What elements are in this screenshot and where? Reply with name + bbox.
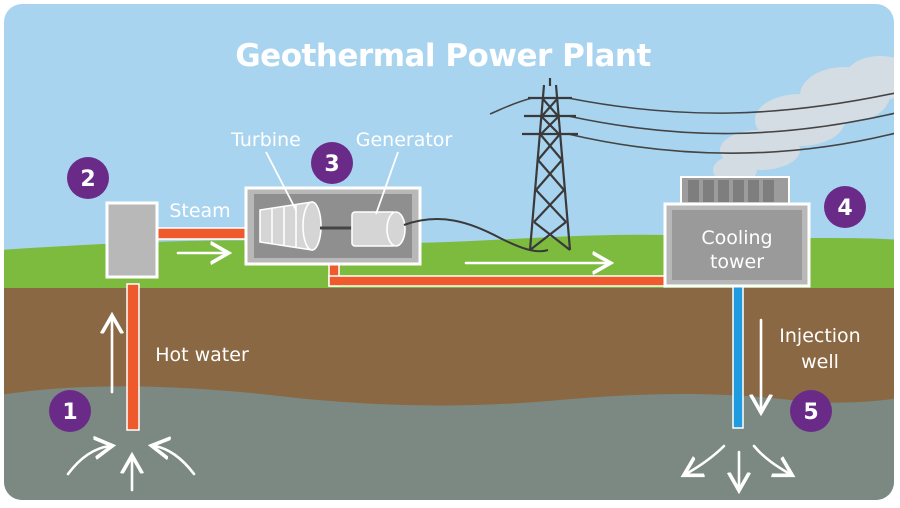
cooling-tower <box>663 176 811 288</box>
hot-pipes <box>126 227 666 431</box>
svg-text:2: 2 <box>80 167 95 192</box>
return-pipe-horizontal <box>328 275 666 287</box>
steam-pipe <box>155 227 250 240</box>
injection-pipe <box>732 285 744 429</box>
generator-label: Generator <box>356 129 453 151</box>
diagram-title: Geothermal Power Plant <box>235 38 651 74</box>
step-badge-4: 4 <box>824 186 866 228</box>
cooling-tower-label-line-2: tower <box>710 251 764 273</box>
cooling-tower-label-line-1: Cooling <box>701 227 772 249</box>
step-badge-5: 5 <box>790 390 832 432</box>
svg-text:3: 3 <box>324 152 339 177</box>
rock-layer <box>4 386 894 500</box>
steam-cloud-icon <box>713 56 894 184</box>
outflow-arrow-right <box>752 444 790 474</box>
turbine-label: Turbine <box>230 129 301 151</box>
power-lines <box>489 91 894 155</box>
turbine-generator-unit <box>244 186 422 266</box>
steam-label: Steam <box>169 200 230 222</box>
step-badge-3: 3 <box>311 142 353 184</box>
hot-water-label: Hot water <box>155 344 249 366</box>
transmission-tower-icon <box>522 78 578 251</box>
outflow-arrow-left <box>686 444 726 474</box>
svg-text:5: 5 <box>803 400 818 425</box>
svg-text:4: 4 <box>837 196 852 221</box>
injection-well-label-line-2: well <box>801 351 839 373</box>
step-badge-1: 1 <box>49 390 91 432</box>
step-badges: 1 2 3 4 5 <box>49 142 866 432</box>
injection-well-label-line-1: Injection <box>779 325 860 347</box>
generator-icon <box>351 211 406 247</box>
svg-text:1: 1 <box>62 400 77 425</box>
flow-arrows <box>66 253 790 490</box>
hot-water-pipe <box>126 283 140 431</box>
step-badge-2: 2 <box>67 157 109 199</box>
separator-unit <box>105 201 159 279</box>
label-pointers <box>265 151 399 215</box>
turbine-icon <box>259 201 322 251</box>
generator-cable <box>403 218 549 253</box>
inflow-arrow-left <box>66 446 110 476</box>
inflow-arrow-right <box>154 446 196 476</box>
